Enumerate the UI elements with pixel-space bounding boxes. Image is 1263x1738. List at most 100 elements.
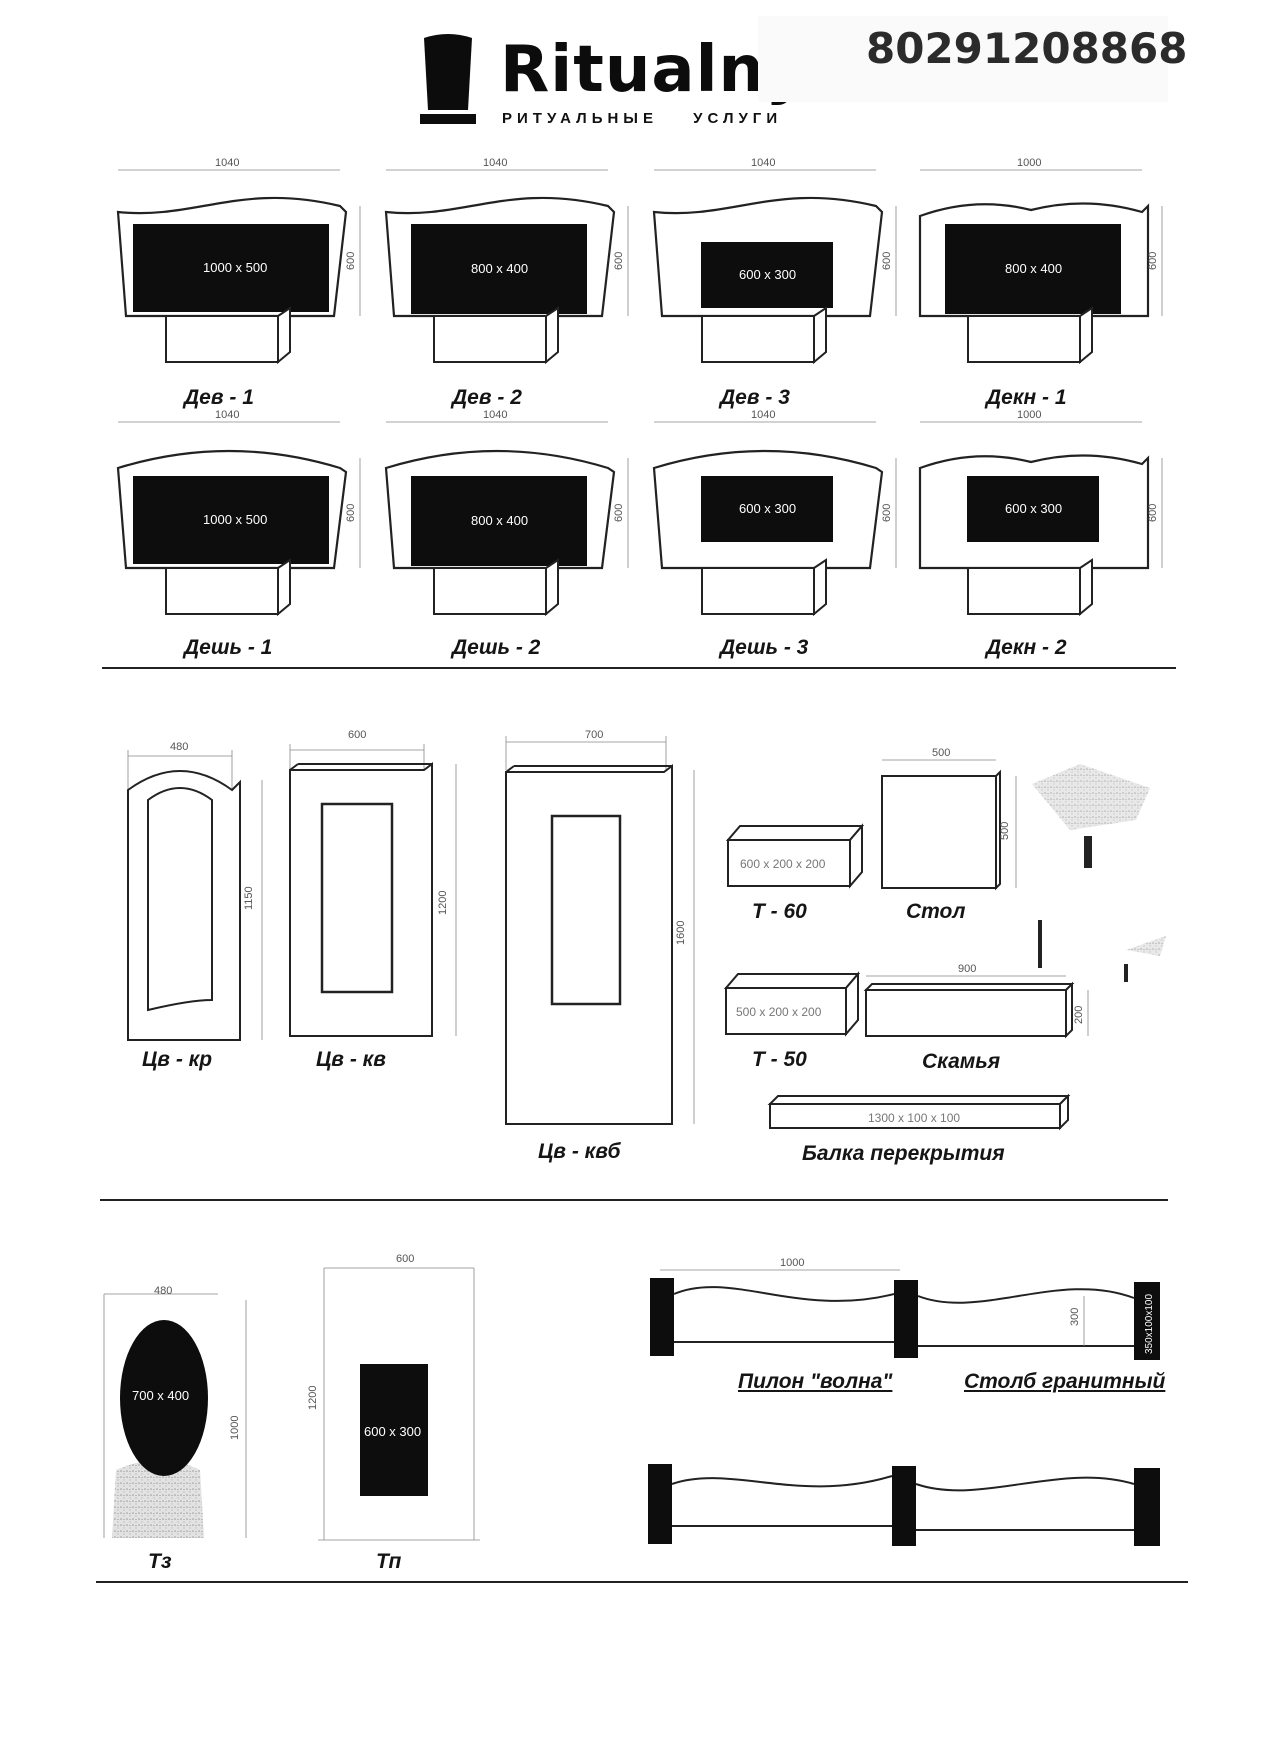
tp-height: 1200 [307,1386,319,1410]
monument-label: Дев - 1 [184,386,254,409]
tsv-kvb-label: Цв - квб [538,1140,621,1163]
monument-Дешь-3: 1040 600 x 300 600 [652,409,897,617]
tsv-kr-height: 1150 [243,886,255,910]
monument-height: 600 [881,504,893,522]
fence-wave-drawing-2 [648,1464,1160,1546]
tp-drawing: 600 600 x 300 1200 [307,1253,480,1541]
stol-drawing: 500 500 [881,747,1017,891]
tsv-kvb-height: 1600 [675,921,687,945]
monument-width: 1040 [751,409,775,421]
monument-height: 600 [613,252,625,270]
tsv-kr-label: Цв - кр [142,1048,213,1071]
balka-size: 1300 x 100 x 100 [868,1111,960,1125]
fence-post [1134,1468,1160,1546]
fence-post [650,1278,674,1356]
tsv-kv-label: Цв - кв [316,1048,386,1071]
row2-monuments: 1040 1000 x 500 600 1040 800 x 400 600 1040 600… [116,409,1163,617]
tsv-kv-height: 1200 [437,891,449,915]
monument-width: 1000 [1017,409,1041,421]
monument-Дев-1: 1040 1000 x 500 600 [116,157,361,365]
phone-number: 80291208868 [866,24,1188,73]
monument-width: 1040 [751,157,775,169]
monument-height: 600 [345,504,357,522]
tsv-kv-drawing: 600 1200 [289,729,457,1037]
tz-drawing: 480 700 x 400 1000 [103,1285,247,1538]
fence-post-size: 350х100х100 [1144,1294,1155,1354]
tp-width: 600 [396,1253,414,1265]
monument-Дешь-1: 1040 1000 x 500 600 [116,409,361,617]
tz-label: Тз [148,1550,172,1573]
monument-label: Дев - 2 [452,386,522,409]
monument-label: Декн - 1 [986,386,1067,409]
monument-width: 1040 [215,409,239,421]
brand-logo: Ritualny РИТУАЛЬНЫЕ УСЛУГИ [420,32,807,132]
monument-height: 600 [1147,252,1159,270]
monument-width: 1040 [215,157,239,169]
monument-width: 1040 [483,157,507,169]
t50-label: Т - 50 [752,1048,807,1071]
monument-width: 1040 [483,409,507,421]
tz-plate: 700 x 400 [132,1388,189,1403]
fence-wave-drawing: 1000 300 350х100х100 [650,1257,1160,1360]
t50-drawing: 500 x 200 x 200 [723,971,861,1037]
monument-height: 600 [1147,504,1159,522]
monument-height: 600 [613,504,625,522]
fence-post [1134,1282,1160,1360]
monument-label: Дешь - 1 [184,636,273,659]
t60-size: 600 x 200 x 200 [740,857,826,871]
monument-Дешь-2: 1040 800 x 400 600 [384,409,629,617]
monument-plate: 1000 x 500 [203,260,267,275]
monument-height: 600 [881,252,893,270]
monument-label: Дешь - 3 [720,636,809,659]
tombstone-icon [420,34,476,124]
monument-Дев-2: 1040 800 x 400 600 [384,157,629,365]
monument-plate: 800 x 400 [471,513,528,528]
stol-height: 500 [999,822,1011,840]
t50-size: 500 x 200 x 200 [736,1005,822,1019]
fence-span: 1000 [780,1257,804,1269]
monument-label: Декн - 2 [986,636,1067,659]
phone-background [758,16,1168,102]
fence-height: 300 [1069,1308,1081,1326]
tsv-kr-width: 480 [170,741,188,753]
row1-monuments: 1040 1000 x 500 600 1040 800 x 400 600 1040 600… [116,157,1163,365]
tp-plate: 600 x 300 [364,1424,421,1439]
monument-plate: 1000 x 500 [203,512,267,527]
granite-sample-image [1032,764,1166,982]
skamya-width: 900 [958,963,976,975]
monument-label: Дешь - 2 [452,636,541,659]
monument-Декн-1: 1000 800 x 400 600 [918,157,1163,365]
monument-plate: 800 x 400 [1005,261,1062,276]
monument-Декн-2: 1000 600 x 300 600 [918,409,1163,617]
tsv-kvb-drawing: 700 1600 [505,729,695,1125]
t60-drawing: 600 x 200 x 200 [725,823,865,889]
balka-label: Балка перекрытия [802,1142,1005,1165]
skamya-label: Скамья [922,1050,1001,1073]
stol-label: Стол [906,900,966,923]
balka-drawing: 1300 x 100 x 100 [767,1093,1071,1131]
fence-post [894,1280,918,1358]
monument-label: Дев - 3 [720,386,790,409]
fence-post [892,1466,916,1546]
tsv-kr-drawing: 480 1150 [127,741,263,1041]
fence-post [648,1464,672,1544]
monument-plate: 600 x 300 [739,501,796,516]
monument-height: 600 [345,252,357,270]
tsv-kv-width: 600 [348,729,366,741]
t60-label: Т - 60 [752,900,807,923]
pylon-label: Пилон "волна" [738,1370,893,1393]
brand-subtitle: РИТУАЛЬНЫЕ УСЛУГИ [502,110,783,127]
tz-height: 1000 [229,1416,241,1440]
granite-post-label: Столб гранитный [964,1370,1166,1393]
tsv-kvb-width: 700 [585,729,603,741]
skamya-drawing: 900 200 [863,963,1089,1039]
monument-plate: 800 x 400 [471,261,528,276]
monument-width: 1000 [1017,157,1041,169]
skamya-height: 200 [1073,1006,1085,1024]
tp-label: Тп [376,1550,402,1573]
tz-width: 480 [154,1285,172,1297]
monument-plate: 600 x 300 [1005,501,1062,516]
